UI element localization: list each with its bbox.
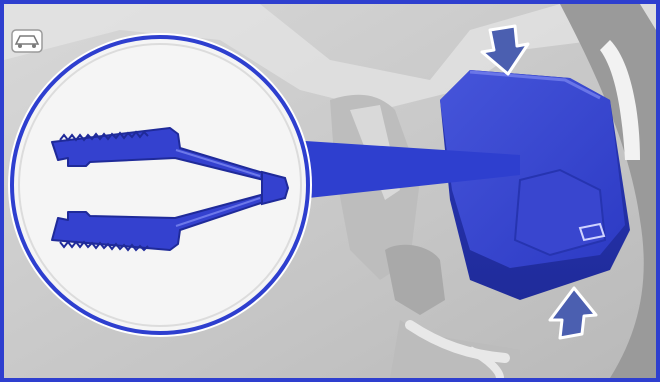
fuse-box-cover-icon — [440, 70, 630, 300]
vehicle-illustration-icon — [12, 30, 42, 52]
fuse-box-illustration — [4, 4, 656, 378]
